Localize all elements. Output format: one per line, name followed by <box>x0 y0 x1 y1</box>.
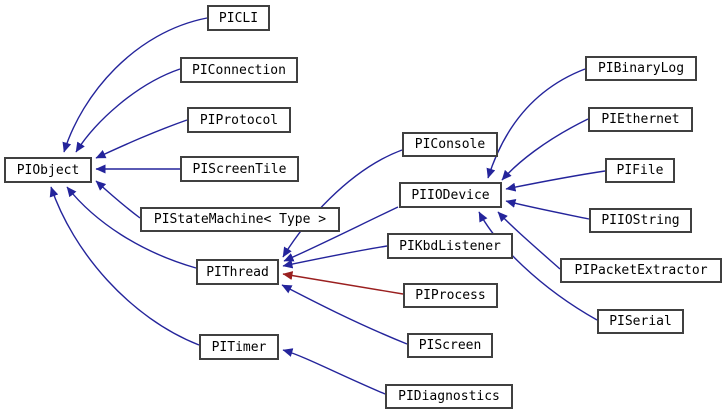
node-pifile[interactable]: PIFile <box>605 158 675 183</box>
node-piconsole[interactable]: PIConsole <box>402 132 498 157</box>
node-piiostring[interactable]: PIIOString <box>589 208 692 233</box>
edge-pikbdlistener-to-pithread <box>282 245 388 269</box>
edge-piprotocol-to-piobject <box>95 119 188 159</box>
edge-piscreen-to-pithread <box>281 284 408 345</box>
edge-pithread-to-piobject <box>66 186 197 269</box>
node-pipacketextractor[interactable]: PIPacketExtractor <box>560 258 722 283</box>
node-picli[interactable]: PICLI <box>207 5 270 31</box>
node-pibinarylog[interactable]: PIBinaryLog <box>585 56 697 81</box>
node-piserial[interactable]: PISerial <box>597 309 684 334</box>
edge-pipacketextractor-to-piiodevice <box>497 211 561 270</box>
edge-piprocess-to-pithread <box>282 271 404 295</box>
node-piprocess[interactable]: PIProcess <box>403 283 498 308</box>
edge-pistatemachine-to-piobject <box>95 180 141 219</box>
node-pistatemachine[interactable]: PIStateMachine< Type > <box>140 207 340 232</box>
node-pitimer[interactable]: PITimer <box>199 334 279 360</box>
edge-piiostring-to-piiodevice <box>505 199 590 220</box>
node-pikbdlistener[interactable]: PIKbdListener <box>387 233 513 259</box>
edge-pifile-to-piiodevice <box>505 170 606 192</box>
node-piscreentile[interactable]: PIScreenTile <box>180 156 299 182</box>
edge-piserial-to-piiodevice <box>478 211 598 321</box>
edge-piconsole-to-pithread <box>282 149 403 258</box>
edge-piethernet-to-piiodevice <box>501 118 589 181</box>
node-piobject[interactable]: PIObject <box>4 157 92 183</box>
edge-piconnection-to-piobject <box>75 68 181 153</box>
node-piprotocol[interactable]: PIProtocol <box>187 107 291 133</box>
edge-pibinarylog-to-piiodevice <box>486 68 586 179</box>
node-pidiagnostics[interactable]: PIDiagnostics <box>385 384 513 409</box>
node-pithread[interactable]: PIThread <box>196 259 279 285</box>
edge-piiodevice-to-pithread <box>283 206 399 262</box>
node-piiodevice[interactable]: PIIODevice <box>399 182 502 208</box>
edge-picli-to-piobject <box>62 17 208 153</box>
node-piconnection[interactable]: PIConnection <box>180 57 298 83</box>
node-piscreen[interactable]: PIScreen <box>407 333 493 358</box>
edge-pitimer-to-piobject <box>49 186 200 346</box>
edge-pidiagnostics-to-pitimer <box>282 348 386 395</box>
node-piethernet[interactable]: PIEthernet <box>588 107 693 132</box>
